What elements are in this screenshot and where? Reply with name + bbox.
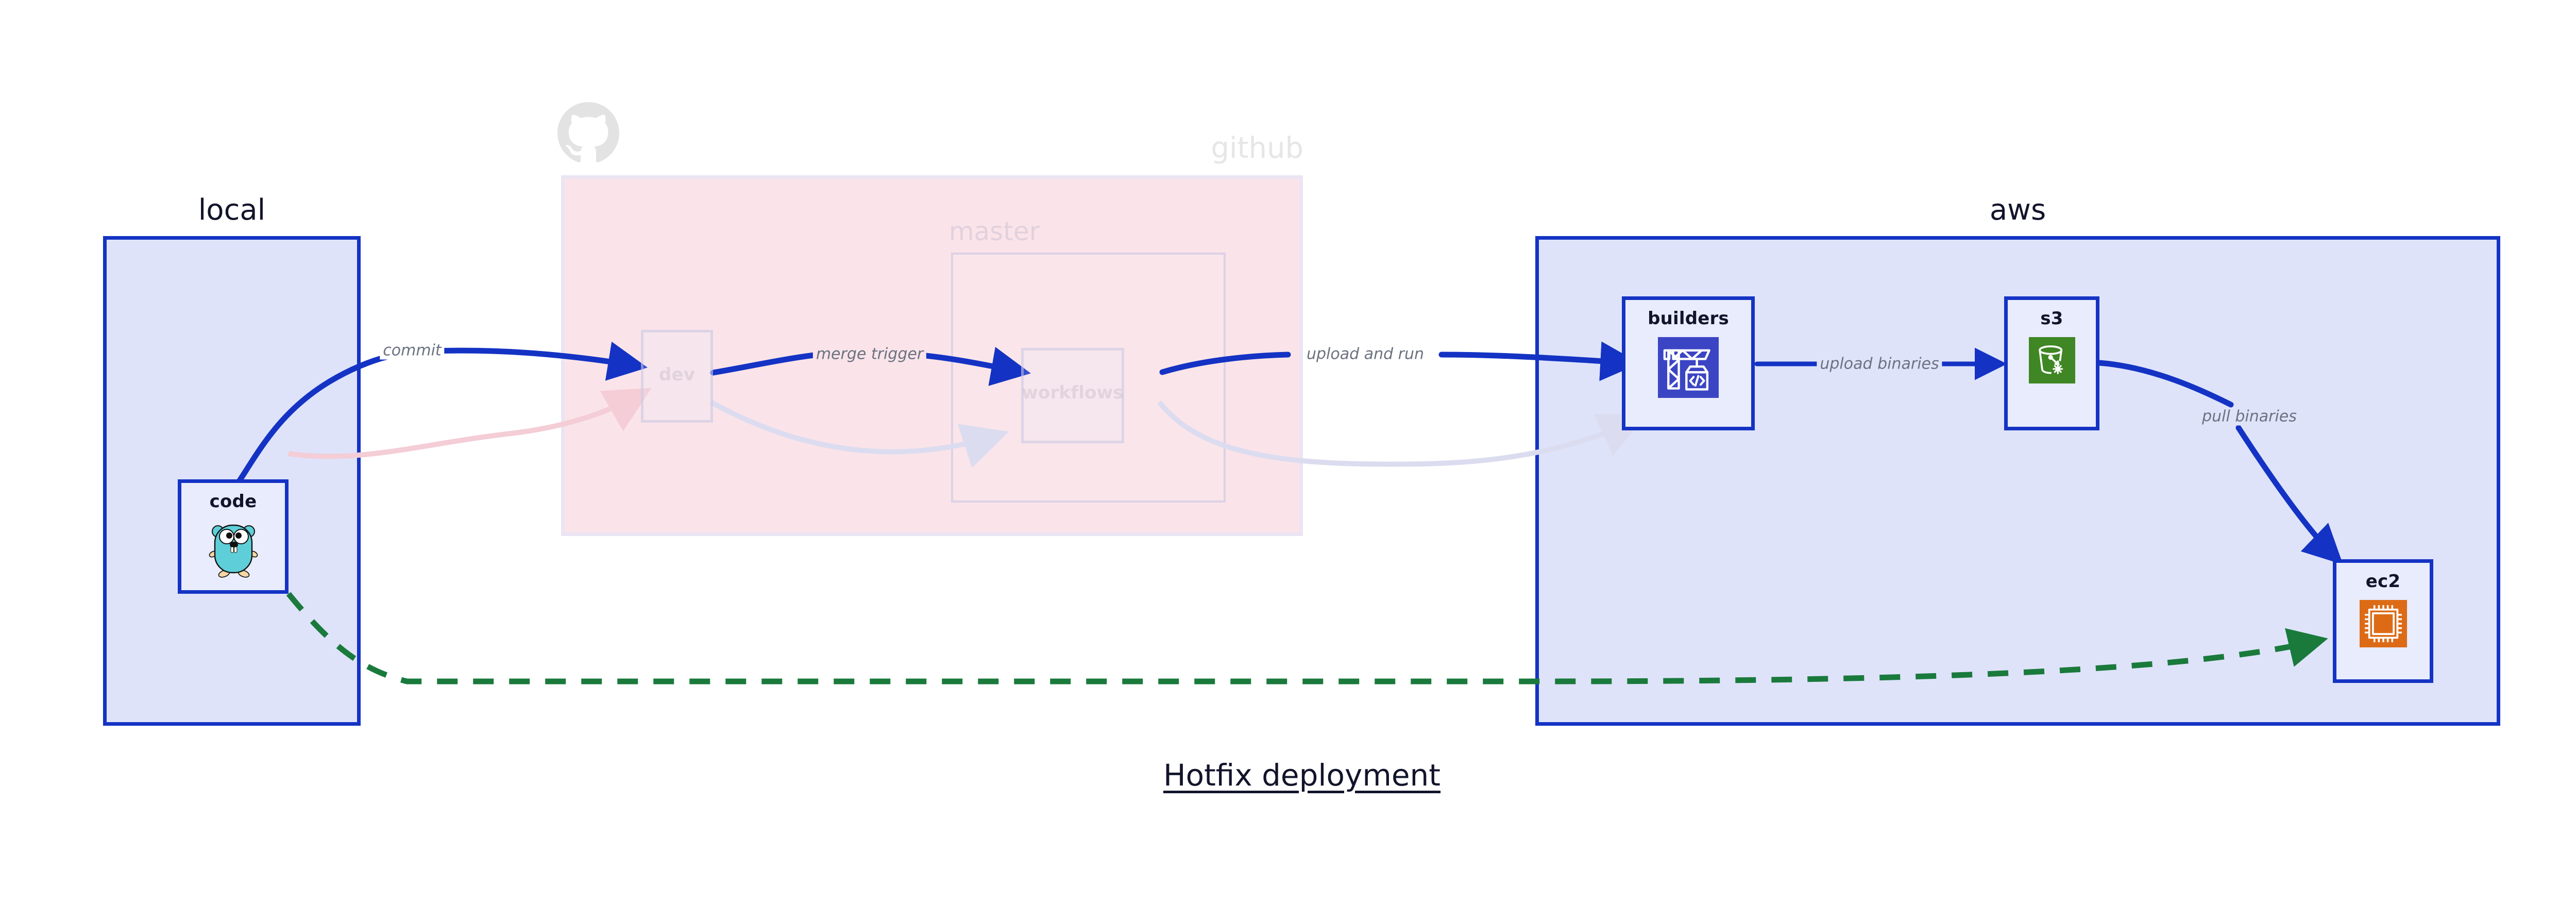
edge-label-merge-trigger: merge trigger: [812, 345, 927, 363]
node-label-workflows: workflows: [1022, 382, 1124, 403]
node-s3[interactable]: s3: [2004, 296, 2099, 430]
edge-workflows-builders-ghost: [1157, 400, 1646, 467]
edge-upload-and-run-seg2: [1438, 341, 1640, 381]
node-workflows[interactable]: workflows: [1021, 348, 1124, 443]
aws-s3-bucket-icon: [2028, 337, 2075, 383]
group-title-aws: aws: [1989, 193, 2046, 227]
edge-commit-seg2: [432, 341, 648, 381]
node-code[interactable]: code: [178, 479, 289, 594]
group-title-local: local: [198, 193, 266, 227]
edge-label-commit: commit: [380, 341, 445, 360]
diagram-title: Hotfix deployment: [1163, 758, 1441, 793]
node-builders[interactable]: builders: [1622, 296, 1755, 430]
aws-codebuild-icon: [1658, 337, 1719, 398]
edge-label-pull-binaries: pull binaries: [2199, 407, 2300, 426]
group-title-github: github: [1211, 131, 1303, 165]
edge-merge-trigger-seg1: [710, 351, 827, 376]
edge-upload-and-run-seg1: [1159, 352, 1291, 375]
node-label-s3: s3: [2040, 308, 2063, 329]
go-gopher-icon: [209, 520, 258, 578]
node-ec2[interactable]: ec2: [2333, 559, 2433, 683]
edge-commit-seg1: [234, 354, 391, 488]
edge-pull-binaries-seg1: [2096, 360, 2234, 408]
edge-code-ec2-dashed: [286, 592, 2328, 684]
edge-label-upload-and-run: upload and run: [1303, 345, 1428, 363]
edge-code-dev-ghost: [288, 388, 652, 459]
node-label-code: code: [209, 491, 257, 512]
edge-pull-binaries-seg2: [2235, 425, 2343, 565]
node-label-ec2: ec2: [2365, 571, 2401, 592]
edge-merge-trigger-seg2: [911, 347, 1031, 386]
node-label-dev: dev: [658, 364, 696, 385]
edge-label-upload-binaries: upload binaries: [1817, 355, 1942, 373]
edge-dev-workflows-ghost: [709, 399, 1009, 468]
node-dev[interactable]: dev: [641, 330, 713, 423]
aws-ec2-chip-icon: [2359, 600, 2407, 647]
group-title-master: master: [948, 216, 1040, 246]
node-label-builders: builders: [1648, 308, 1729, 329]
github-octocat-icon: [557, 102, 619, 164]
